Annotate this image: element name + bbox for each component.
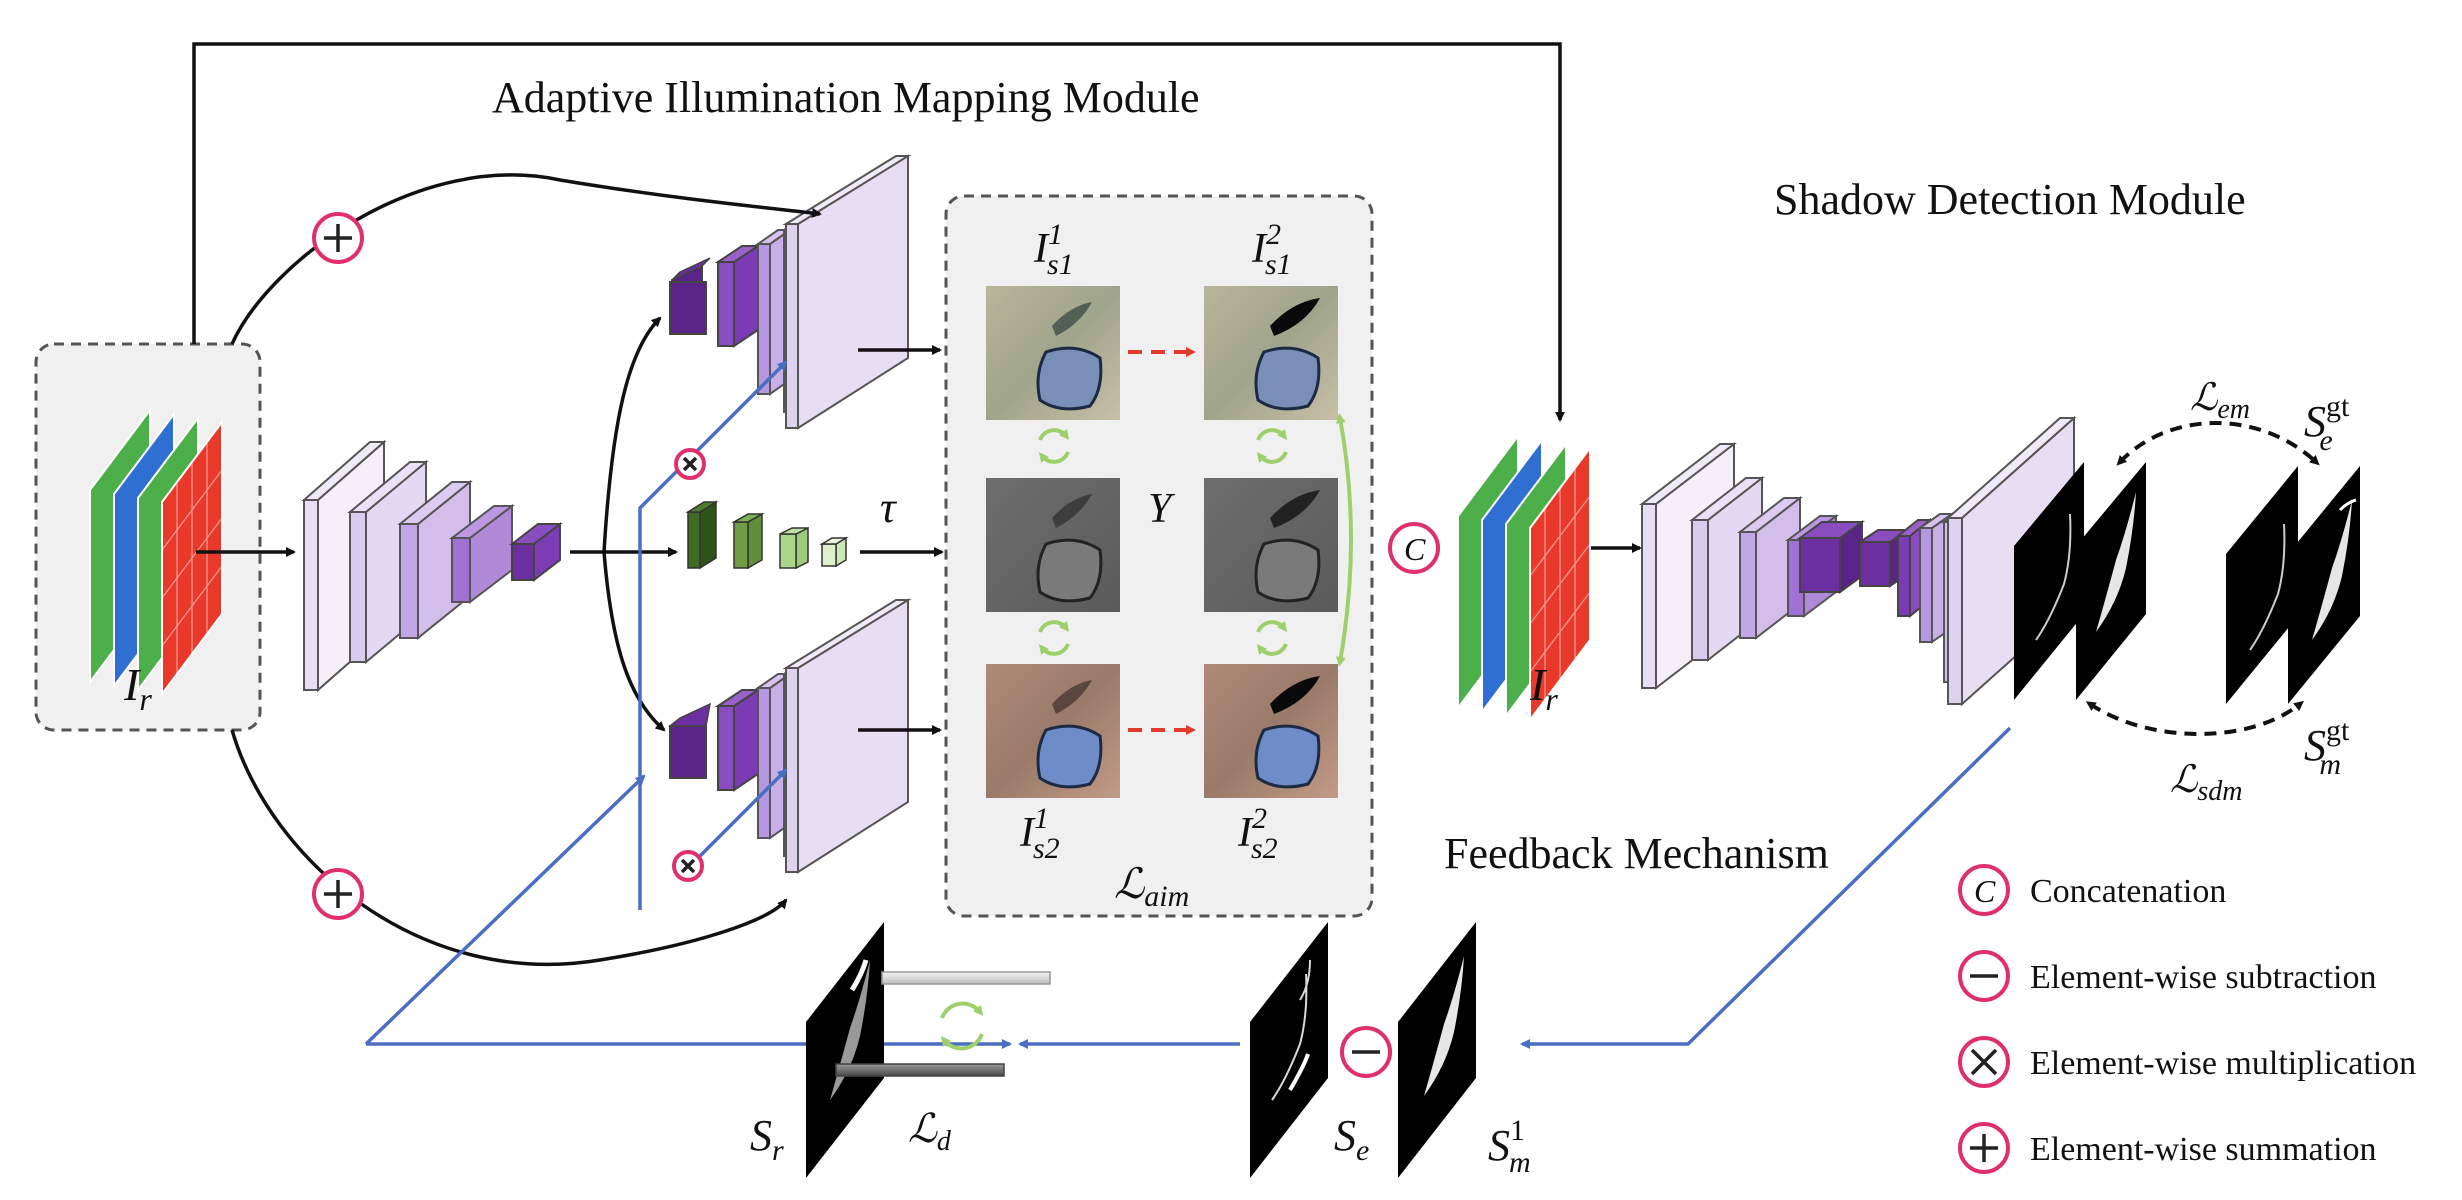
svg-text:Element-wise multiplication: Element-wise multiplication bbox=[2030, 1045, 2416, 1082]
feedback-title: Feedback Mechanism bbox=[1444, 829, 1829, 878]
blue-connections bbox=[364, 360, 2012, 1049]
decoder-top-bottleneck bbox=[669, 281, 707, 335]
shadow-map-gt-m bbox=[2288, 466, 2360, 704]
aim-decoder-top bbox=[671, 154, 912, 430]
svg-text:Element-wise summation: Element-wise summation bbox=[2030, 1131, 2377, 1168]
aim-decoder-bottom bbox=[667, 598, 912, 874]
svg-text:C: C bbox=[1974, 873, 1996, 909]
image-Is2-2 bbox=[1204, 664, 1338, 798]
label-Y: Y bbox=[1148, 486, 1176, 532]
multiply-op-bottom bbox=[672, 850, 704, 882]
multiply-op-top bbox=[674, 448, 706, 480]
image-Is1-1 bbox=[986, 286, 1120, 420]
label-L-sdm: ℒsdm bbox=[2170, 759, 2243, 807]
label-S-r: Sr bbox=[750, 1111, 784, 1167]
svg-text:Ir: Ir bbox=[123, 659, 152, 717]
loss-em-arc bbox=[2116, 421, 2320, 466]
svg-text:Concatenation: Concatenation bbox=[2030, 873, 2226, 910]
legend-multiply: Element-wise multiplication bbox=[1958, 1036, 2416, 1088]
shadow-map-pred-e bbox=[2014, 462, 2084, 700]
label-L-aim: ℒaim bbox=[1114, 862, 1189, 913]
legend-sum: Element-wise summation bbox=[1958, 1122, 2377, 1174]
image-Y-2 bbox=[1204, 478, 1338, 612]
sum-op-bottom bbox=[312, 868, 364, 920]
image-Y-1 bbox=[986, 478, 1120, 612]
legend-subtract: Element-wise subtraction bbox=[1958, 950, 2377, 1002]
aim-encoder bbox=[301, 439, 563, 693]
label-I-r: Ir bbox=[123, 659, 152, 717]
tau-network bbox=[685, 500, 849, 570]
label-L-em: ℒem bbox=[2190, 377, 2250, 425]
aim-module-title: Adaptive Illumination Mapping Module bbox=[492, 73, 1200, 122]
input-rgb-stack bbox=[89, 407, 223, 697]
label-I-r-2: Ir bbox=[1529, 659, 1558, 717]
legend-concat: C Concatenation bbox=[1958, 864, 2226, 916]
shadow-map-pred-m bbox=[2076, 462, 2146, 700]
loss-sdm-arc bbox=[2085, 700, 2304, 736]
label-S-e: Se bbox=[1334, 1111, 1369, 1167]
cycle-icons-aim bbox=[1038, 413, 1353, 667]
shadow-map-gt-e bbox=[2226, 466, 2298, 704]
shadow-map-Sm1 bbox=[1398, 922, 1476, 1178]
label-L-d: ℒd bbox=[908, 1106, 952, 1157]
svg-text:Element-wise subtraction: Element-wise subtraction bbox=[2030, 959, 2377, 996]
discriminator-bars bbox=[835, 971, 1051, 1077]
legend: C Concatenation Element-wise subtraction… bbox=[1958, 864, 2416, 1174]
sd-module-title: Shadow Detection Module bbox=[1774, 175, 2246, 224]
image-Is1-2 bbox=[1204, 286, 1338, 420]
black-connections bbox=[192, 42, 1642, 967]
input-rgb-stack-2 bbox=[1457, 433, 1591, 723]
svg-text:C: C bbox=[1404, 531, 1426, 567]
subtract-op bbox=[1340, 1026, 1392, 1078]
label-tau: τ bbox=[880, 483, 898, 532]
concat-op: C bbox=[1388, 522, 1440, 574]
sd-network bbox=[1639, 415, 2077, 707]
sum-op-top bbox=[312, 212, 364, 264]
image-Is2-1 bbox=[986, 664, 1120, 798]
shadow-map-Se bbox=[1250, 922, 1328, 1178]
shadow-map-Sr bbox=[806, 922, 884, 1178]
svg-text:Ir: Ir bbox=[1529, 659, 1558, 717]
